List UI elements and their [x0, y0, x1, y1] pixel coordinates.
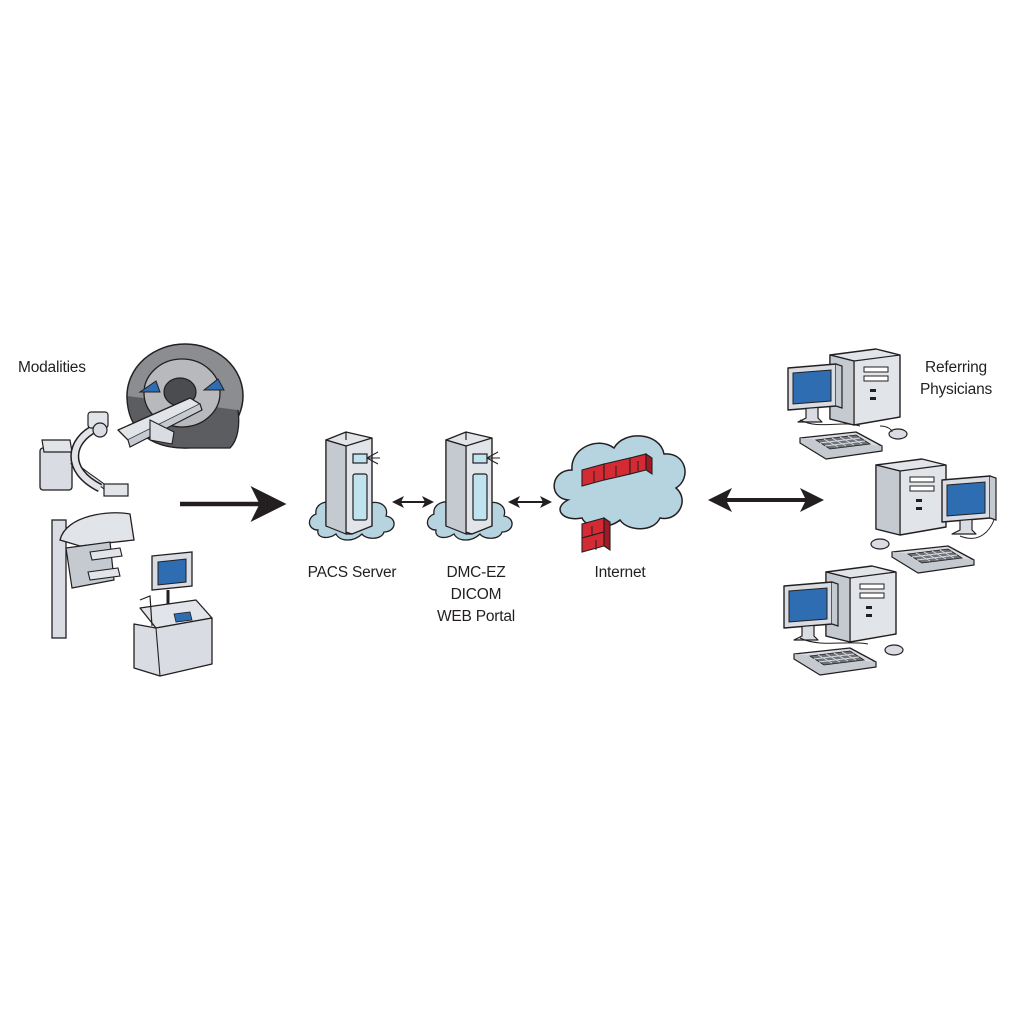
label-referring-physicians: Referring Physicians	[906, 357, 1006, 401]
dmc-ez-server-icon	[426, 431, 513, 541]
workstation-3	[783, 565, 904, 676]
workstation-1	[787, 348, 908, 460]
workstation-2	[870, 458, 997, 574]
label-dmc-ez-line3: WEB Portal	[436, 608, 516, 625]
modality-c-arm-xray	[39, 411, 129, 497]
internet-cloud-icon	[553, 435, 686, 553]
label-pacs-server: PACS Server	[307, 564, 397, 581]
label-physicians-line1: Referring	[925, 359, 987, 376]
label-modalities: Modalities	[18, 359, 86, 376]
label-internet: Internet	[594, 564, 646, 581]
modality-mri-scanner	[117, 343, 244, 449]
modality-mammography-unit	[51, 512, 135, 639]
label-dmc-ez: DMC-EZ DICOM WEB Portal	[420, 562, 532, 628]
modality-ultrasound-cart	[133, 551, 213, 677]
label-physicians-line2: Physicians	[919, 381, 993, 398]
label-dmc-ez-line1: DMC-EZ	[446, 564, 506, 581]
pacs-server-icon	[308, 431, 395, 541]
label-dmc-ez-line2: DICOM	[450, 586, 502, 603]
firewall-icon	[581, 452, 653, 553]
